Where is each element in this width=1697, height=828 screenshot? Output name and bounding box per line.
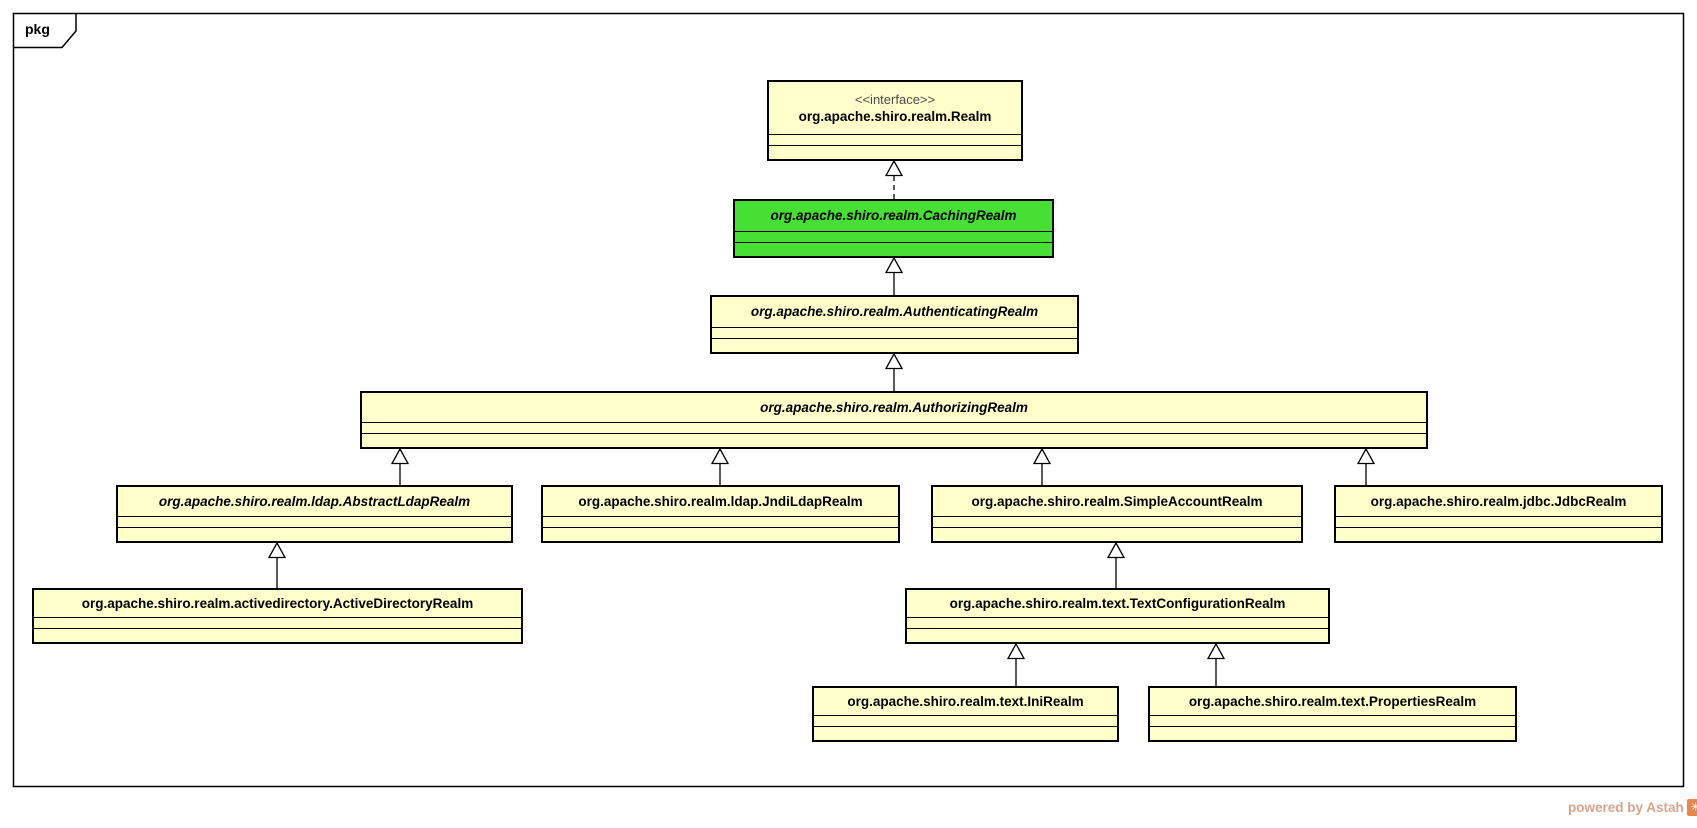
class-box-authorizingrealm[interactable]: org.apache.shiro.realm.AuthorizingRealm <box>360 391 1428 449</box>
class-box-cachingrealm[interactable]: org.apache.shiro.realm.CachingRealm <box>733 199 1054 258</box>
class-name: org.apache.shiro.realm.ldap.JndiLdapReal… <box>578 493 863 509</box>
class-title-compartment: org.apache.shiro.realm.AuthenticatingRea… <box>712 297 1077 327</box>
generalization-arrow-authenticating-to-caching <box>884 256 904 295</box>
operations-compartment <box>1150 726 1515 740</box>
operations-compartment <box>1336 527 1661 541</box>
class-name: org.apache.shiro.realm.jdbc.JdbcRealm <box>1370 493 1627 509</box>
class-name: org.apache.shiro.realm.text.IniRealm <box>847 693 1084 709</box>
operations-compartment <box>118 527 511 541</box>
generalization-arrow-textconfiguration-to-simpleaccount <box>1106 541 1126 588</box>
class-name: org.apache.shiro.realm.text.PropertiesRe… <box>1188 693 1477 709</box>
operations-compartment <box>933 527 1301 541</box>
class-box-activedirectoryrealm[interactable]: org.apache.shiro.realm.activedirectory.A… <box>32 588 523 644</box>
class-title-compartment: org.apache.shiro.realm.activedirectory.A… <box>34 590 521 617</box>
generalization-arrow-jdbc-to-authorizing <box>1356 447 1376 485</box>
class-title-compartment: <<interface>> org.apache.shiro.realm.Rea… <box>769 82 1021 134</box>
package-frame-label: pkg <box>25 21 50 37</box>
class-title-compartment: org.apache.shiro.realm.text.PropertiesRe… <box>1150 688 1515 715</box>
class-title-compartment: org.apache.shiro.realm.text.TextConfigur… <box>907 590 1328 617</box>
astah-logo-icon: ✳ <box>1686 799 1697 816</box>
package-frame-tab <box>13 13 77 49</box>
class-box-inirealm[interactable]: org.apache.shiro.realm.text.IniRealm <box>812 686 1119 742</box>
class-name: org.apache.shiro.realm.Realm <box>798 108 992 124</box>
operations-compartment <box>907 628 1328 642</box>
class-name: org.apache.shiro.realm.AuthorizingRealm <box>760 399 1028 415</box>
class-title-compartment: org.apache.shiro.realm.text.IniRealm <box>814 688 1117 715</box>
attributes-compartment <box>735 231 1052 242</box>
realization-arrow-cachingrealm-to-realm <box>884 159 904 199</box>
class-title-compartment: org.apache.shiro.realm.jdbc.JdbcRealm <box>1336 487 1661 516</box>
class-name: org.apache.shiro.realm.ldap.AbstractLdap… <box>158 493 471 509</box>
class-box-jndildaprealm[interactable]: org.apache.shiro.realm.ldap.JndiLdapReal… <box>541 485 900 543</box>
class-title-compartment: org.apache.shiro.realm.ldap.AbstractLdap… <box>118 487 511 516</box>
class-name: org.apache.shiro.realm.AuthenticatingRea… <box>750 304 1039 319</box>
generalization-arrow-jndildap-to-authorizing <box>710 447 730 485</box>
attributes-compartment <box>1150 715 1515 726</box>
class-name: org.apache.shiro.realm.SimpleAccountReal… <box>971 493 1263 509</box>
watermark: powered by Astah ✳ <box>1568 799 1697 816</box>
generalization-arrow-activedirectory-to-abstractldap <box>267 541 287 588</box>
class-box-realm[interactable]: <<interface>> org.apache.shiro.realm.Rea… <box>767 80 1023 161</box>
operations-compartment <box>34 628 521 642</box>
attributes-compartment <box>543 516 898 527</box>
generalization-arrow-abstractldap-to-authorizing <box>390 447 410 485</box>
package-frame-border <box>12 12 1685 788</box>
class-title-compartment: org.apache.shiro.realm.SimpleAccountReal… <box>933 487 1301 516</box>
operations-compartment <box>769 145 1021 159</box>
watermark-text: powered by Astah <box>1568 800 1684 815</box>
operations-compartment <box>543 527 898 541</box>
attributes-compartment <box>362 422 1426 433</box>
class-box-authenticatingrealm[interactable]: org.apache.shiro.realm.AuthenticatingRea… <box>710 295 1079 354</box>
attributes-compartment <box>769 134 1021 145</box>
class-box-propertiesrealm[interactable]: org.apache.shiro.realm.text.PropertiesRe… <box>1148 686 1517 742</box>
class-name: org.apache.shiro.realm.CachingRealm <box>770 208 1017 223</box>
generalization-arrow-properties-to-textconfiguration <box>1206 642 1226 686</box>
operations-compartment <box>814 726 1117 740</box>
generalization-arrow-authorizing-to-authenticating <box>884 352 904 391</box>
class-name: org.apache.shiro.realm.activedirectory.A… <box>81 595 474 611</box>
attributes-compartment <box>814 715 1117 726</box>
class-box-textconfigurationrealm[interactable]: org.apache.shiro.realm.text.TextConfigur… <box>905 588 1330 644</box>
operations-compartment <box>362 433 1426 447</box>
operations-compartment <box>712 338 1077 352</box>
attributes-compartment <box>118 516 511 527</box>
class-title-compartment: org.apache.shiro.realm.ldap.JndiLdapReal… <box>543 487 898 516</box>
generalization-arrow-ini-to-textconfiguration <box>1006 642 1026 686</box>
class-box-simpleaccountrealm[interactable]: org.apache.shiro.realm.SimpleAccountReal… <box>931 485 1303 543</box>
class-box-abstractldaprealm[interactable]: org.apache.shiro.realm.ldap.AbstractLdap… <box>116 485 513 543</box>
class-title-compartment: org.apache.shiro.realm.CachingRealm <box>735 201 1052 231</box>
class-box-jdbcrealm[interactable]: org.apache.shiro.realm.jdbc.JdbcRealm <box>1334 485 1663 543</box>
attributes-compartment <box>933 516 1301 527</box>
attributes-compartment <box>712 327 1077 338</box>
attributes-compartment <box>907 617 1328 628</box>
class-title-compartment: org.apache.shiro.realm.AuthorizingRealm <box>362 393 1426 422</box>
generalization-arrow-simpleaccount-to-authorizing <box>1032 447 1052 485</box>
operations-compartment <box>735 242 1052 256</box>
attributes-compartment <box>1336 516 1661 527</box>
attributes-compartment <box>34 617 521 628</box>
stereotype-label: <<interface>> <box>854 91 936 107</box>
class-name: org.apache.shiro.realm.text.TextConfigur… <box>949 595 1286 611</box>
